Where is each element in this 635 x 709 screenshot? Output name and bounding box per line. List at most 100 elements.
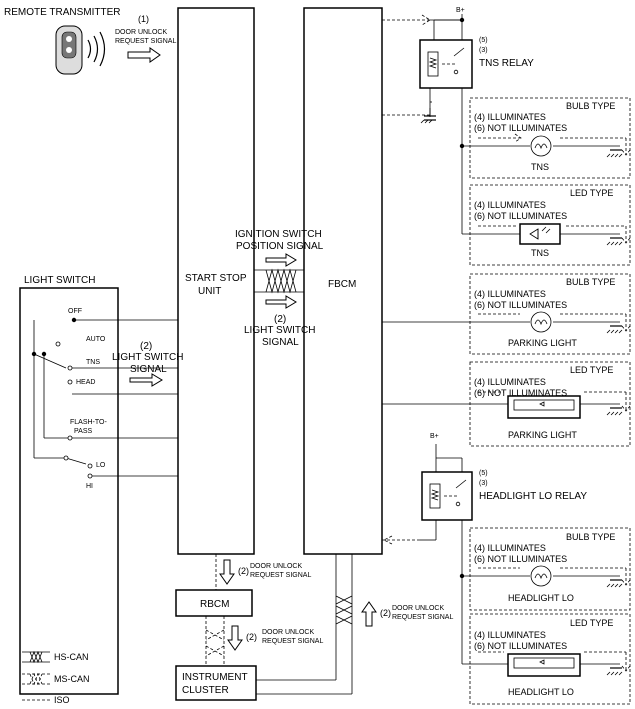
tns-bulb-illuminates: (4) ILLUMINATES: [474, 112, 546, 122]
rbcm-label: RBCM: [200, 599, 229, 610]
position-auto: AUTO: [86, 336, 106, 343]
legend-ms-can: MS-CAN: [54, 674, 90, 684]
position-flash-2: PASS: [74, 428, 92, 435]
parking-bulb-illuminates: (4) ILLUMINATES: [474, 289, 546, 299]
headlight-relay-coil-icon: [429, 479, 467, 509]
door-unlock-2-line1: DOOR UNLOCK: [262, 629, 314, 636]
light-switch-signal-2: SIGNAL: [130, 364, 167, 375]
remote-signal-arrow: [127, 47, 161, 63]
light-switch-wires: [72, 319, 178, 477]
parking-led-icon: [478, 391, 631, 419]
position-lo: LO: [96, 462, 106, 469]
light-switch-step: (2): [140, 341, 152, 352]
position-tns: TNS: [86, 359, 100, 366]
tns-led-panel: [469, 184, 631, 266]
headlight-led-panel: [469, 613, 631, 705]
start-stop-unit-label-1: START STOP: [185, 273, 247, 284]
headlight-relay-label: HEADLIGHT LO RELAY: [479, 491, 587, 502]
remote-transmitter-icon: [55, 25, 106, 75]
headlight-bulb-not-illuminates: (6) NOT ILLUMINATES: [474, 554, 567, 564]
tns-bulb-icon: [478, 133, 631, 157]
parking-bulb-panel: [469, 273, 631, 355]
headlight-led-lamp-label: HEADLIGHT LO: [508, 687, 574, 697]
rbcm-box: [175, 589, 253, 617]
headlight-bulb-illuminates: (4) ILLUMINATES: [474, 543, 546, 553]
door-unlock-step-2: (2): [246, 632, 257, 642]
headlight-led-illuminates: (4) ILLUMINATES: [474, 630, 546, 640]
tns-bplus: B+: [456, 7, 465, 14]
door-unlock-arrow-1: [219, 559, 235, 585]
ignition-signal-line1: IGNITION SWITCH: [235, 229, 322, 240]
tns-relay-step-5: (5): [479, 37, 488, 44]
parking-led-illuminates: (4) ILLUMINATES: [474, 377, 546, 387]
ground-icon: [606, 407, 623, 416]
tns-relay-box: [419, 39, 473, 89]
door-unlock-1-line2: REQUEST SIGNAL: [250, 572, 311, 579]
parking-bulb-icon: [478, 311, 631, 333]
tns-bulb-type: BULB TYPE: [566, 101, 615, 111]
parking-bulb-type: BULB TYPE: [566, 277, 615, 287]
ignition-signal-arrow: [265, 253, 297, 267]
door-unlock-arrow-2: [227, 625, 243, 651]
light-switch-signal-1: LIGHT SWITCH: [112, 352, 183, 363]
headlight-relay-step-5: (5): [479, 470, 488, 477]
position-flash-1: FLASH-TO-: [70, 419, 107, 426]
light-switch-center-arrow: [265, 295, 297, 309]
legend-ms-can-icon: [22, 672, 50, 686]
ignition-signal-line2: POSITION SIGNAL: [236, 241, 324, 252]
parking-led-type: LED TYPE: [570, 365, 613, 375]
headlight-led-type: LED TYPE: [570, 618, 613, 628]
ground-icon: [606, 237, 623, 246]
parking-bulb-not-illuminates: (6) NOT ILLUMINATES: [474, 300, 567, 310]
headlight-relay-wiring: [382, 444, 530, 665]
tns-led-not-illuminates: (6) NOT ILLUMINATES: [474, 211, 567, 221]
remote-signal-line1: DOOR UNLOCK: [115, 29, 167, 36]
headlight-bulb-type: BULB TYPE: [566, 532, 615, 542]
headlight-bulb-lamp-label: HEADLIGHT LO: [508, 593, 574, 603]
door-unlock-2-line2: REQUEST SIGNAL: [262, 638, 323, 645]
fbcm-box: [303, 7, 383, 555]
legend-hs-can: HS-CAN: [54, 652, 89, 662]
tns-led-type: LED TYPE: [570, 188, 613, 198]
instrument-cluster-label-1: INSTRUMENT: [182, 672, 248, 683]
door-unlock-step-1: (2): [238, 566, 249, 576]
tns-relay-coil-icon: [427, 47, 465, 77]
ground-icon: [606, 579, 623, 588]
tns-led-icon: [478, 223, 631, 245]
position-hi: HI: [86, 483, 93, 490]
light-switch-title: LIGHT SWITCH: [24, 275, 95, 286]
door-unlock-step-3: (2): [380, 608, 391, 618]
tns-bulb-lamp-label: TNS: [531, 162, 549, 172]
light-switch-box: [19, 287, 119, 695]
tns-led-illuminates: (4) ILLUMINATES: [474, 200, 546, 210]
parking-led-lamp-label: PARKING LIGHT: [508, 430, 577, 440]
headlight-bulb-panel: [469, 527, 631, 611]
hs-can-bus-bottom: [256, 554, 353, 695]
remote-signal-line2: REQUEST SIGNAL: [115, 38, 176, 45]
center-signal-line2: SIGNAL: [262, 337, 299, 348]
parking-led-panel: [469, 361, 631, 447]
position-head: HEAD: [76, 379, 95, 386]
instrument-cluster-label-2: CLUSTER: [182, 685, 229, 696]
start-stop-unit-label-2: UNIT: [198, 286, 221, 297]
headlight-bplus: B+: [430, 433, 439, 440]
remote-transmitter-label: REMOTE TRANSMITTER: [4, 7, 120, 18]
tns-relay-wiring: [382, 14, 530, 235]
door-unlock-3-line2: REQUEST SIGNAL: [392, 614, 453, 621]
center-step: (2): [274, 314, 286, 325]
door-unlock-arrow-3: [361, 601, 377, 627]
headlight-relay-step-3: (3): [479, 480, 488, 487]
fbcm-label: FBCM: [328, 279, 356, 290]
tns-relay-step-3: (3): [479, 47, 488, 54]
parking-led-not-illuminates: (6) NOT ILLUMINATES: [474, 388, 567, 398]
ms-can-bus-bottom: [205, 616, 225, 666]
headlight-bulb-icon: [478, 565, 631, 587]
tns-relay-label: TNS RELAY: [479, 58, 534, 69]
tns-led-lamp-label: TNS: [531, 248, 549, 258]
light-switch-contacts: [31, 317, 93, 479]
center-signal-line1: LIGHT SWITCH: [244, 325, 315, 336]
hs-can-bus-center: [254, 268, 304, 294]
remote-step: (1): [138, 14, 149, 24]
parking-bulb-lamp-label: PARKING LIGHT: [508, 338, 577, 348]
